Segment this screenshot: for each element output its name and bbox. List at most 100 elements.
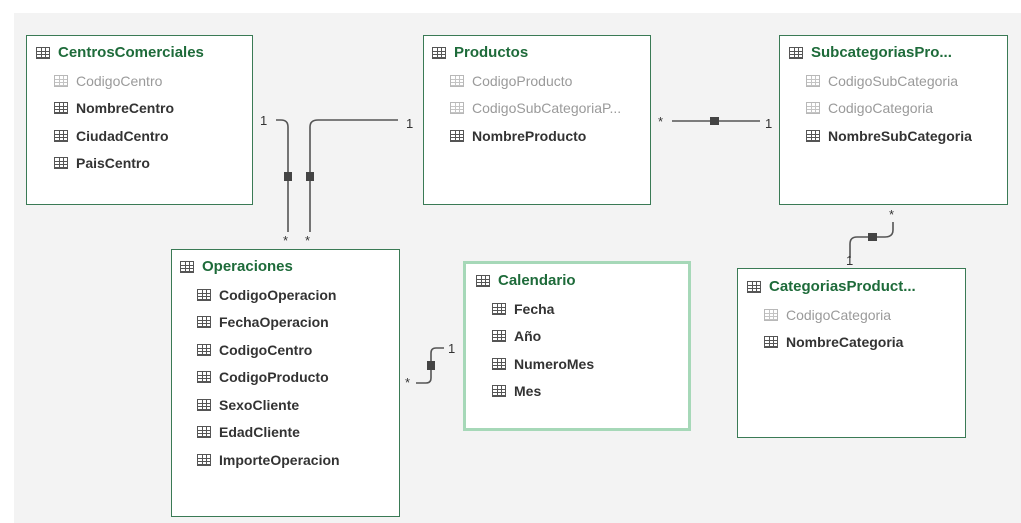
column-icon (492, 302, 506, 315)
field-name: CiudadCentro (76, 127, 169, 144)
table-icon (180, 260, 194, 273)
field-name: NombreCategoria (786, 334, 904, 351)
column-icon (197, 343, 211, 356)
column-icon (806, 129, 820, 142)
column-icon (54, 129, 68, 142)
column-icon (764, 308, 778, 321)
field-name: CodigoCentro (76, 72, 163, 89)
table-title: Operaciones (202, 258, 293, 275)
field-row[interactable]: Fecha (476, 295, 688, 323)
table-title: Calendario (498, 272, 576, 289)
field-row[interactable]: ImporteOperacion (180, 446, 399, 474)
column-icon (197, 316, 211, 329)
column-icon (450, 74, 464, 87)
field-row[interactable]: CodigoCategoria (789, 95, 1007, 123)
field-name: CodigoCategoria (786, 306, 892, 323)
field-name: FechaOperacion (219, 314, 329, 331)
table-productos[interactable]: Productos CodigoProducto CodigoSubCatego… (423, 35, 651, 205)
table-subcategorias[interactable]: SubcategoriasPro... CodigoSubCategoria C… (779, 35, 1008, 205)
table-operaciones[interactable]: Operaciones CodigoOperacion FechaOperaci… (171, 249, 400, 517)
field-name: CodigoSubCategoria (828, 72, 958, 89)
rel-one-label: 1 (406, 116, 414, 131)
column-icon (450, 129, 464, 142)
column-icon (197, 371, 211, 384)
table-title: SubcategoriasPro... (811, 44, 952, 61)
rel-one-label: 1 (765, 116, 773, 131)
field-name: Año (514, 328, 542, 345)
column-icon (492, 385, 506, 398)
rel-many-label: * (889, 207, 895, 222)
rel-many-label: * (658, 114, 664, 129)
column-icon (450, 102, 464, 115)
column-icon (54, 102, 68, 115)
table-header[interactable]: Calendario (476, 272, 688, 289)
column-icon (197, 398, 211, 411)
table-title: Productos (454, 44, 529, 61)
column-icon (806, 102, 820, 115)
column-icon (492, 330, 506, 343)
field-name: CodigoCentro (219, 341, 313, 358)
table-icon (36, 46, 50, 59)
table-header[interactable]: Operaciones (180, 258, 399, 275)
field-row[interactable]: CiudadCentro (36, 122, 252, 150)
field-name: CodigoProducto (472, 72, 573, 89)
field-row[interactable]: CodigoProducto (180, 364, 399, 392)
field-name: EdadCliente (219, 424, 300, 441)
field-row[interactable]: NombreSubCategoria (789, 122, 1007, 150)
table-centros-comerciales[interactable]: CentrosComerciales CodigoCentro NombreCe… (26, 35, 253, 205)
table-title: CentrosComerciales (58, 44, 204, 61)
rel-many-label: * (283, 233, 289, 248)
table-icon (747, 280, 761, 293)
column-icon (54, 74, 68, 87)
field-row[interactable]: CodigoProducto (432, 67, 650, 95)
field-row[interactable]: PaisCentro (36, 150, 252, 178)
table-header[interactable]: CategoriasProduct... (747, 278, 965, 295)
table-icon (476, 274, 490, 287)
field-row[interactable]: Año (476, 323, 688, 351)
table-header[interactable]: Productos (432, 44, 650, 61)
field-name: NombreProducto (472, 127, 587, 144)
column-icon (806, 74, 820, 87)
field-row[interactable]: CodigoOperacion (180, 281, 399, 309)
table-calendario[interactable]: Calendario Fecha Año NumeroMes Mes (463, 261, 691, 431)
field-row[interactable]: CodigoCentro (36, 67, 252, 95)
field-row[interactable]: CodigoCentro (180, 336, 399, 364)
field-row[interactable]: EdadCliente (180, 419, 399, 447)
column-icon (54, 157, 68, 170)
field-row[interactable]: CodigoSubCategoria (789, 67, 1007, 95)
field-name: PaisCentro (76, 155, 150, 172)
field-row[interactable]: CodigoSubCategoriaP... (432, 95, 650, 123)
column-icon (764, 336, 778, 349)
field-row[interactable]: CodigoCategoria (747, 301, 965, 329)
field-row[interactable]: NombreCentro (36, 95, 252, 123)
rel-many-label: * (405, 375, 411, 390)
rel-one-label: 1 (260, 113, 268, 128)
rel-many-label: * (305, 233, 311, 248)
table-title: CategoriasProduct... (769, 278, 916, 295)
table-icon (432, 46, 446, 59)
field-name: CodigoSubCategoriaP... (472, 100, 622, 117)
field-name: Fecha (514, 300, 555, 317)
field-name: SexoCliente (219, 396, 300, 413)
table-categorias[interactable]: CategoriasProduct... CodigoCategoria Nom… (737, 268, 966, 438)
column-icon (197, 426, 211, 439)
field-row[interactable]: SexoCliente (180, 391, 399, 419)
table-header[interactable]: CentrosComerciales (36, 44, 252, 61)
field-row[interactable]: FechaOperacion (180, 309, 399, 337)
field-row[interactable]: NombreProducto (432, 122, 650, 150)
field-row[interactable]: NumeroMes (476, 350, 688, 378)
field-name: ImporteOperacion (219, 451, 340, 468)
field-name: CodigoOperacion (219, 286, 337, 303)
field-name: CodigoProducto (219, 369, 329, 386)
field-row[interactable]: Mes (476, 378, 688, 406)
field-row[interactable]: NombreCategoria (747, 329, 965, 357)
field-name: Mes (514, 383, 542, 400)
field-name: NombreCentro (76, 100, 175, 117)
column-icon (197, 453, 211, 466)
table-header[interactable]: SubcategoriasPro... (789, 44, 1007, 61)
column-icon (197, 288, 211, 301)
field-name: NumeroMes (514, 355, 595, 372)
field-name: CodigoCategoria (828, 100, 934, 117)
rel-one-label: 1 (846, 253, 854, 268)
